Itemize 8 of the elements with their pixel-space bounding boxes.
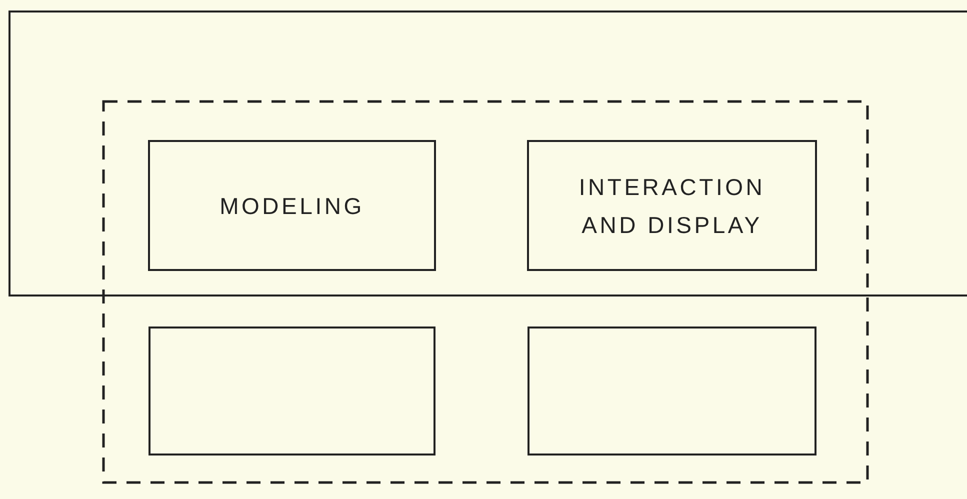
process-box xyxy=(527,140,817,271)
empty-box xyxy=(8,10,967,297)
empty-box xyxy=(148,326,436,456)
dashed-boundary xyxy=(102,100,869,484)
box-label: MODELING xyxy=(220,192,364,220)
box-label: INTERACTION AND DISPLAY xyxy=(578,172,766,240)
process-box xyxy=(148,140,436,271)
empty-box xyxy=(527,326,817,456)
